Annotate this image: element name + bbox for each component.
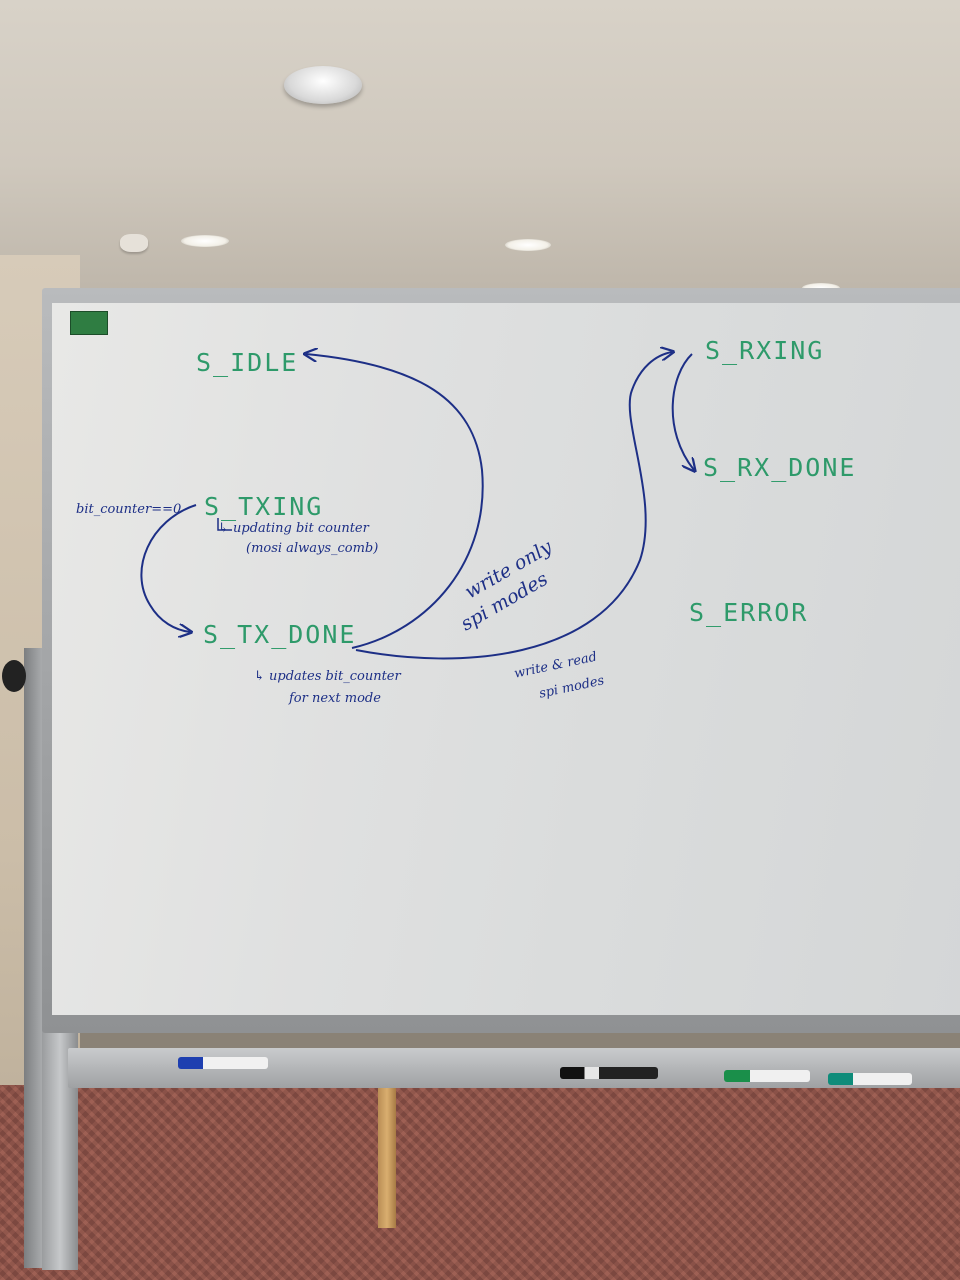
smoke-detector bbox=[120, 234, 148, 252]
arrow-txing-to-txdone bbox=[140, 504, 197, 632]
note-txdone-1: ↳ updates bit_counter bbox=[254, 669, 401, 684]
arrow-txdone-to-idle bbox=[306, 354, 484, 649]
state-rxing: S_RXING bbox=[705, 336, 825, 365]
whiteboard-surface bbox=[52, 303, 960, 1015]
note-txdone-2: for next mode bbox=[289, 691, 381, 706]
carpet-floor bbox=[0, 1085, 960, 1280]
arrow-txdone-to-rxing bbox=[355, 352, 672, 660]
note-txing-1: ↳ updating bit counter bbox=[218, 521, 369, 536]
ceiling bbox=[0, 0, 960, 300]
state-error: S_ERROR bbox=[689, 598, 809, 627]
state-rx-done: S_RX_DONE bbox=[703, 453, 857, 482]
state-txing: S_TXING bbox=[204, 492, 324, 521]
note-hook bbox=[217, 518, 232, 531]
arrow-rxing-to-rxdone bbox=[671, 353, 694, 470]
black-marker[interactable] bbox=[560, 1067, 658, 1079]
green-marker[interactable] bbox=[724, 1070, 810, 1082]
board-label-sticker bbox=[70, 311, 108, 335]
note-bit-counter-check: bit_counter==0 bbox=[76, 502, 182, 517]
state-idle: S_IDLE bbox=[196, 348, 299, 377]
table-leg bbox=[378, 1088, 396, 1228]
state-tx-done: S_TX_DONE bbox=[203, 620, 357, 649]
ceiling-light-fixture bbox=[284, 66, 362, 104]
recessed-light bbox=[181, 235, 229, 247]
stand-knob bbox=[2, 660, 26, 692]
recessed-light bbox=[505, 239, 551, 251]
teal-marker[interactable] bbox=[828, 1073, 912, 1085]
note-txing-2: (mosi always_comb) bbox=[246, 541, 379, 556]
blue-marker[interactable] bbox=[178, 1057, 268, 1069]
